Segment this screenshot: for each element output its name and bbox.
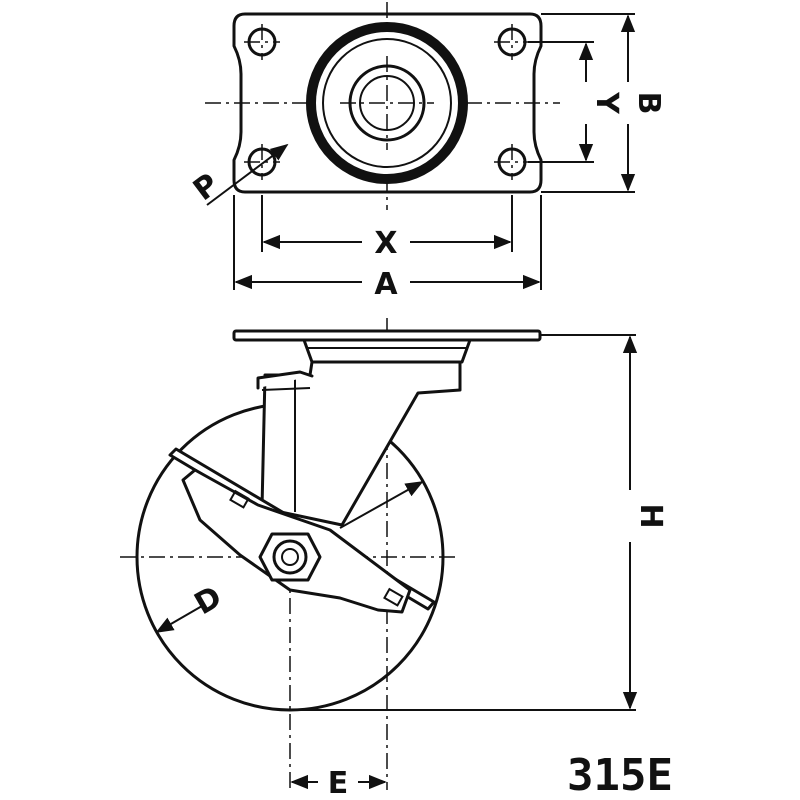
dimension-label-b: B — [631, 92, 666, 115]
bolt-hole-top-left — [244, 24, 280, 60]
dimension-label-h: H — [633, 503, 668, 528]
bolt-hole-bottom-left — [244, 144, 280, 180]
brake-slot-upper — [229, 489, 250, 509]
swivel-housing — [302, 338, 472, 364]
brake-tab — [256, 370, 314, 390]
fork-leg — [260, 360, 462, 527]
axle-bolt — [281, 548, 299, 566]
fork-bend-line — [261, 387, 311, 391]
side-view: D H E — [120, 318, 668, 800]
side-top-plate — [232, 329, 542, 342]
dim-d-upper — [339, 481, 424, 529]
dimension-label-y: Y — [589, 91, 624, 115]
p-leader — [206, 143, 289, 206]
bolt-hole-bottom-right — [494, 144, 530, 180]
model-number: 315E — [567, 750, 673, 800]
dimension-label-p: P — [187, 167, 226, 208]
top-view: P X A Y B — [187, 2, 666, 302]
top-plate — [232, 12, 543, 194]
dim-d-lower — [155, 605, 203, 633]
dimension-label-a: A — [374, 267, 398, 302]
axle-washer — [272, 539, 308, 575]
raceway-ring — [322, 38, 452, 168]
dimension-label-d: D — [189, 579, 228, 622]
dimension-label-x: X — [374, 226, 397, 261]
dimension-label-e: E — [328, 766, 349, 800]
brake-slot-lower — [383, 587, 404, 607]
outer-race — [306, 22, 468, 184]
axle-nut — [258, 532, 322, 582]
bolt-hole-top-right — [494, 24, 530, 60]
